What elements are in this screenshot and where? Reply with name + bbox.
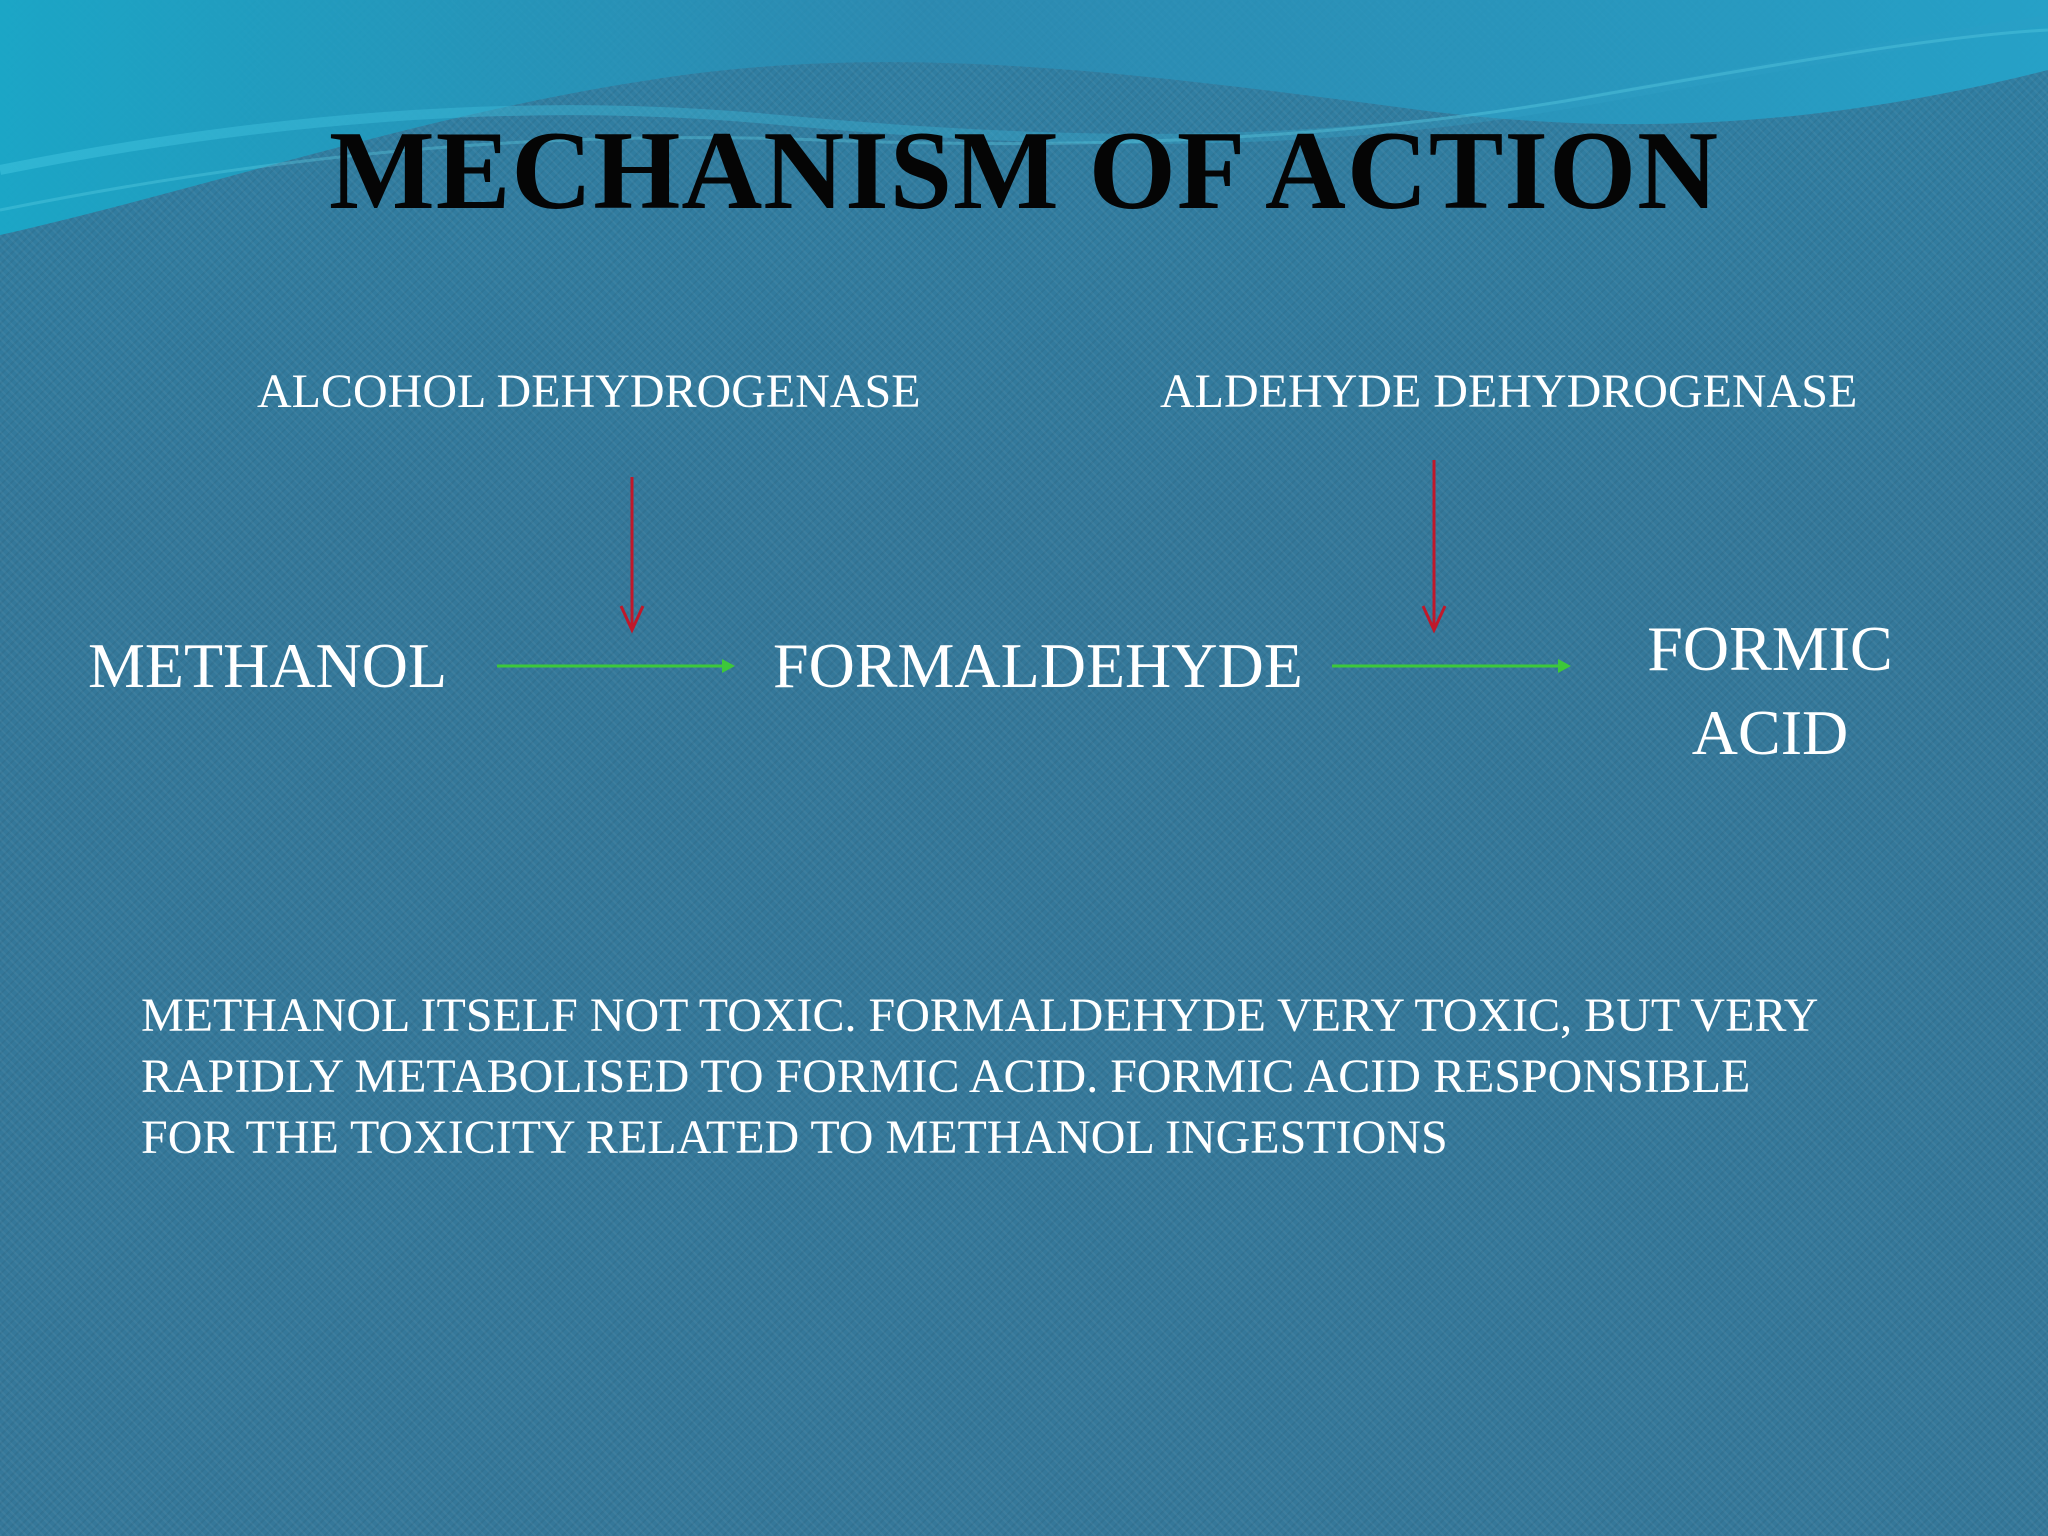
explanation-line-3: FOR THE TOXICITY RELATED TO METHANOL ING…	[141, 1111, 1448, 1164]
compound-formic-acid: FORMIC ACID	[1630, 607, 1910, 775]
decorative-wave	[0, 0, 2048, 235]
reaction-arrow-1	[497, 659, 735, 673]
reaction-arrow-2	[1332, 659, 1571, 673]
enzyme-arrow-1	[619, 477, 645, 634]
compound-formic-acid-line1: FORMIC	[1647, 613, 1893, 684]
compound-methanol: METHANOL	[88, 630, 448, 701]
explanation-line-2: RAPIDLY METABOLISED TO FORMIC ACID. FORM…	[141, 1050, 1751, 1103]
enzyme-alcohol-dehydrogenase: ALCOHOL DEHYDROGENASE	[257, 365, 921, 418]
slide-title: MECHANISM OF ACTION	[328, 109, 1719, 233]
compound-formic-acid-line2: ACID	[1691, 697, 1849, 768]
explanation-line-1: METHANOL ITSELF NOT TOXIC. FORMALDEHYDE …	[141, 989, 1819, 1042]
compound-formaldehyde: FORMALDEHYDE	[773, 630, 1303, 701]
enzyme-aldehyde-dehydrogenase: ALDEHYDE DEHYDROGENASE	[1160, 365, 1858, 418]
enzyme-arrow-2	[1421, 460, 1447, 634]
explanation-text: METHANOL ITSELF NOT TOXIC. FORMALDEHYDE …	[141, 985, 1941, 1168]
